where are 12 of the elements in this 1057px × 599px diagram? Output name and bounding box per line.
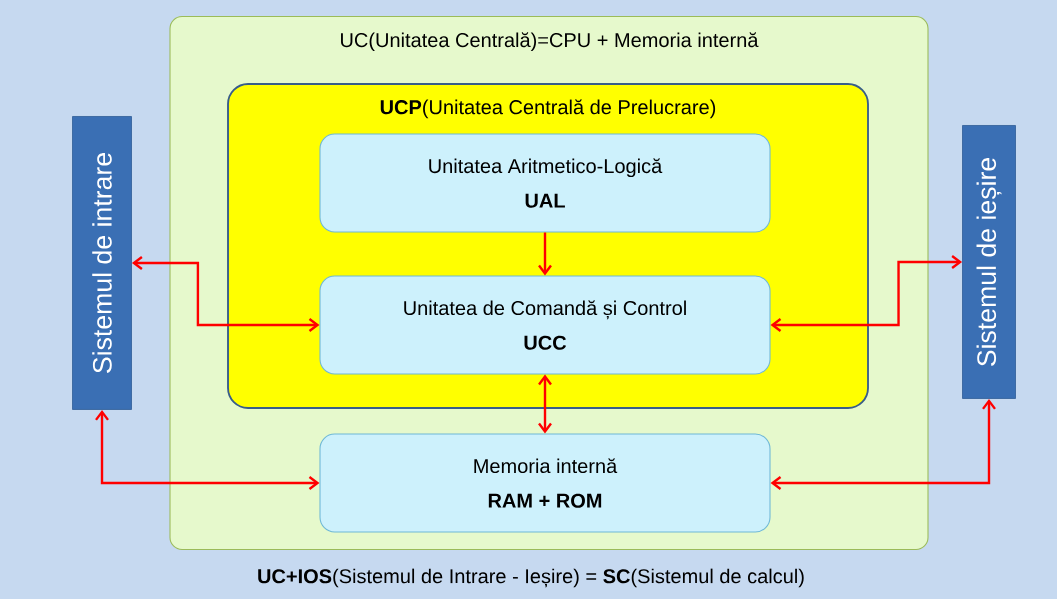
arrow xyxy=(538,374,552,434)
arrow xyxy=(538,232,552,276)
process-box: Unitatea de Comandă și Control UCC xyxy=(319,275,771,375)
sidebar-box: Sistemul de ieșire xyxy=(962,125,1016,399)
arrow xyxy=(131,256,320,332)
arrow xyxy=(770,255,963,332)
caption-text: UC+IOS(Sistemul de Intrare - Ieșire) = SC(Sistemul de calcul) xyxy=(258,568,804,588)
arrow xyxy=(770,398,996,490)
process-box: Memoria internă RAM + ROM xyxy=(319,433,771,533)
sidebar-box: Sistemul de intrare xyxy=(72,116,132,410)
process-box: Unitatea Aritmetico-Logică UAL xyxy=(319,133,771,233)
arrow xyxy=(95,409,320,490)
